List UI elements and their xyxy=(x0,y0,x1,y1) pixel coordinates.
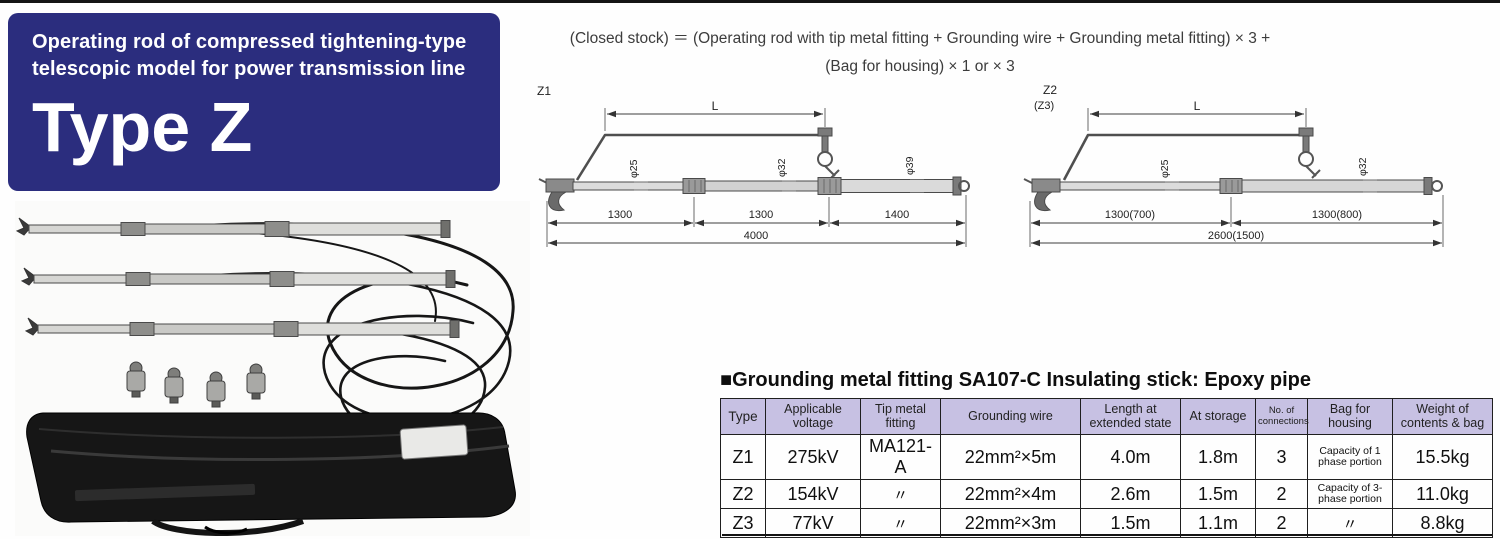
spec-row-z3: Z3 77kV 〃 22mm²×3m 1.5m 1.1m 2 〃 8.8kg xyxy=(720,508,1493,538)
cell-type: Z2 xyxy=(720,479,766,509)
z1-dia-32: φ32 xyxy=(776,158,788,177)
cell-length-extended: 1.5m xyxy=(1080,508,1181,538)
cell-tip-fitting: MA121-A xyxy=(860,434,941,480)
header-no-of-connections: No. of connections xyxy=(1255,398,1309,435)
banner-subtitle-line2: telescopic model for power transmission … xyxy=(32,58,466,80)
spec-row-z1: Z1 275kV MA121-A 22mm²×5m 4.0m 1.8m 3 Ca… xyxy=(720,434,1493,480)
cell-at-storage: 1.5m xyxy=(1180,479,1256,509)
cell-bag-housing: 〃 xyxy=(1307,508,1393,538)
header-applicable-voltage: Applicable voltage xyxy=(765,398,861,435)
z2-seg2-dim: 1300(800) xyxy=(1312,209,1362,221)
product-photo xyxy=(15,201,530,536)
diagram-z1-label: Z1 xyxy=(537,84,551,98)
header-type: Type xyxy=(720,398,766,435)
z1-dia-39: φ39 xyxy=(904,156,916,175)
z1-length-dimension: L xyxy=(604,99,826,131)
z1-rod-grip xyxy=(538,178,575,212)
bottom-rule xyxy=(722,534,1492,536)
spec-header-row: Type Applicable voltage Tip metal fittin… xyxy=(720,398,1493,435)
z1-rod-body xyxy=(572,176,970,196)
z2-dia-25: φ25 xyxy=(1159,159,1171,178)
formula-line2: (Bag for housing) × 1 or × 3 xyxy=(825,58,1015,75)
cell-length-extended: 2.6m xyxy=(1080,479,1181,509)
cell-connections: 3 xyxy=(1255,434,1308,480)
spec-table-title: ■Grounding metal fitting SA107-C Insulat… xyxy=(720,369,1312,391)
header-grounding-wire: Grounding wire xyxy=(940,398,1081,435)
cell-bag-housing: Capacity of 1 phase portion xyxy=(1307,434,1393,480)
diagram-z1: Z1 L xyxy=(537,84,970,247)
cell-length-extended: 4.0m xyxy=(1080,434,1181,480)
cell-connections: 2 xyxy=(1255,508,1308,538)
z2-total-dim: 2600(1500) xyxy=(1208,230,1264,242)
cell-tip-fitting: 〃 xyxy=(860,508,941,538)
cell-type: Z1 xyxy=(720,434,766,480)
product-banner: Operating rod of compressed tightening-t… xyxy=(8,13,500,191)
closed-stock-formula: (Closed stock) ＝ (Operating rod with tip… xyxy=(538,25,1302,81)
cell-voltage: 275kV xyxy=(765,434,861,480)
formula-line1: (Closed stock) ＝ (Operating rod with tip… xyxy=(569,30,1271,47)
cell-type: Z3 xyxy=(720,508,766,538)
diagram-z2-label: Z2 xyxy=(1043,83,1057,97)
product-type-title: Type Z xyxy=(32,88,253,166)
z1-seg1-dim: 1300 xyxy=(608,209,632,221)
cell-tip-fitting: 〃 xyxy=(860,479,941,509)
banner-subtitle-line1: Operating rod of compressed tightening-t… xyxy=(32,31,467,53)
diagram-z2: Z2 (Z3) L xyxy=(1023,83,1444,247)
header-bag-for-housing: Bag for housing xyxy=(1307,398,1393,435)
z1-dia-25: φ25 xyxy=(628,159,640,178)
cell-at-storage: 1.8m xyxy=(1180,434,1256,480)
spec-table-block: ■Grounding metal fitting SA107-C Insulat… xyxy=(720,369,1493,538)
z2-rod-body xyxy=(1059,177,1443,195)
z1-total-dim: 4000 xyxy=(744,230,768,242)
header-at-storage: At storage xyxy=(1180,398,1256,435)
storage-bag xyxy=(26,412,516,536)
z2-dia-32: φ32 xyxy=(1357,157,1369,176)
spec-row-z2: Z2 154kV 〃 22mm²×4m 2.6m 1.5m 2 Capacity… xyxy=(720,479,1493,509)
cell-connections: 2 xyxy=(1255,479,1308,509)
z1-dim-L: L xyxy=(712,99,719,113)
diagram-z3-label: (Z3) xyxy=(1034,100,1054,112)
bag-label-tag xyxy=(399,424,469,460)
cell-voltage: 154kV xyxy=(765,479,861,509)
cell-weight: 15.5kg xyxy=(1392,434,1493,480)
header-tip-metal-fitting: Tip metal fitting xyxy=(860,398,941,435)
z1-segment-dimensions: 1300 1300 1400 4000 xyxy=(546,195,967,247)
cell-bag-housing: Capacity of 3-phase portion xyxy=(1307,479,1393,509)
z2-seg1-dim: 1300(700) xyxy=(1105,209,1155,221)
z1-seg2-dim: 1300 xyxy=(749,209,773,221)
z2-length-dimension: L xyxy=(1087,99,1307,131)
cell-at-storage: 1.1m xyxy=(1180,508,1256,538)
header-length-extended: Length at extended state xyxy=(1080,398,1181,435)
cell-weight: 11.0kg xyxy=(1392,479,1493,509)
cell-grounding-wire: 22mm²×5m xyxy=(940,434,1081,480)
cell-voltage: 77kV xyxy=(765,508,861,538)
z2-rod-grip xyxy=(1023,178,1061,212)
cell-grounding-wire: 22mm²×4m xyxy=(940,479,1081,509)
z1-diameter-labels: φ25 φ32 φ39 xyxy=(628,156,924,193)
cell-grounding-wire: 22mm²×3m xyxy=(940,508,1081,538)
z2-grounding-clamp xyxy=(1298,127,1321,179)
cell-weight: 8.8kg xyxy=(1392,508,1493,538)
z2-diameter-labels: φ25 φ32 xyxy=(1159,157,1377,193)
header-weight: Weight of contents & bag xyxy=(1392,398,1493,435)
z1-grounding-clamp xyxy=(817,127,840,179)
z1-seg3-dim: 1400 xyxy=(885,209,909,221)
z2-tip-arm xyxy=(1062,133,1306,181)
spec-table: Type Applicable voltage Tip metal fittin… xyxy=(720,398,1493,538)
z1-tip-arm xyxy=(575,133,825,181)
z2-dim-L: L xyxy=(1194,99,1201,113)
z2-segment-dimensions: 1300(700) 1300(800) 2600(1500) xyxy=(1029,195,1444,247)
